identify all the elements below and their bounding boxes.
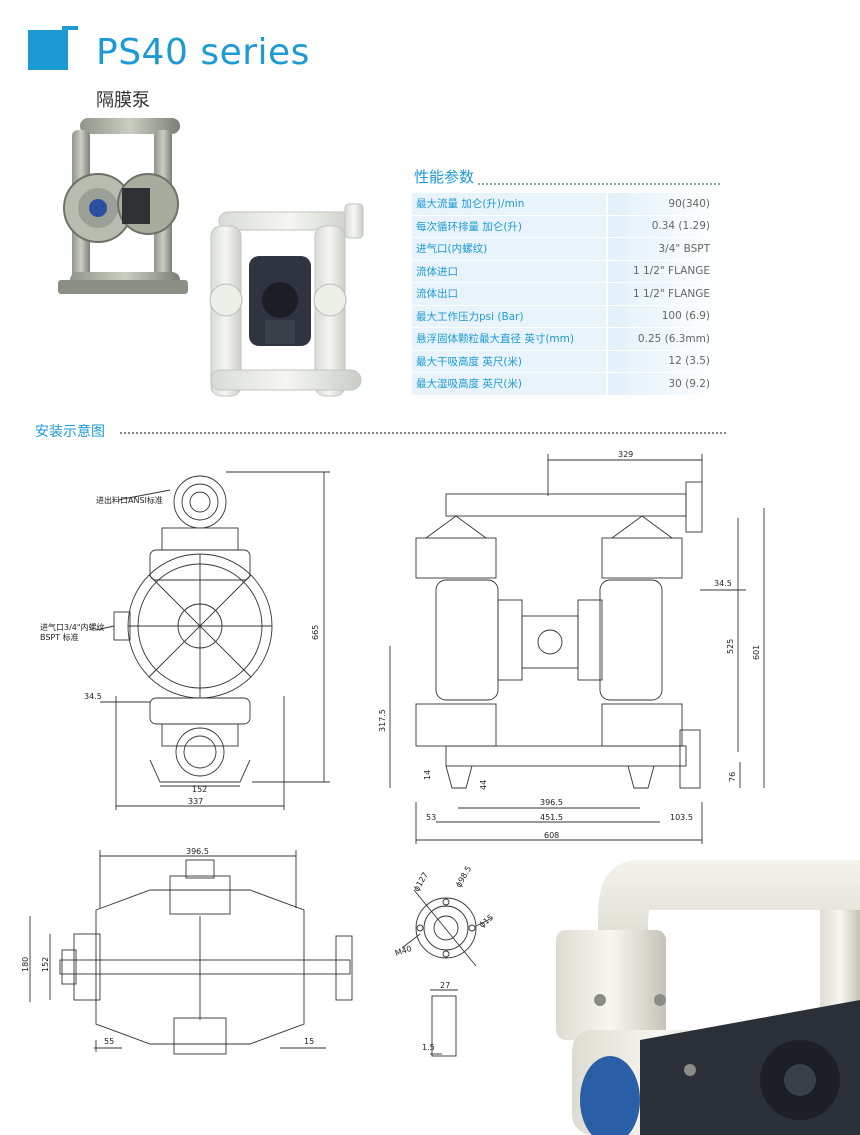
side-view-drawing (389, 454, 765, 844)
spec-row: 最大干吸高度 英尺(米)12 (3.5) (412, 350, 720, 373)
dim-side-396-5: 396.5 (540, 798, 563, 807)
dim-side-76: 76 (728, 772, 737, 782)
spec-label: 流体进口 (412, 260, 608, 283)
dim-top-55: 55 (104, 1037, 114, 1046)
note-outlet-standard: 进出料口ANSI标准 (96, 495, 163, 505)
spec-label: 最大流量 加仑(升)/min (412, 193, 608, 216)
dim-flange-98-5: ϕ98.5 (454, 865, 473, 889)
spec-value: 3/4" BSPT (607, 237, 720, 261)
dim-side-451-5: 451.5 (540, 813, 563, 822)
dim-side-14: 14 (423, 770, 432, 780)
spec-label: 最大干吸高度 英尺(米) (412, 350, 608, 373)
flange-view-drawing (401, 889, 493, 1057)
dim-front-34-5: 34.5 (84, 692, 102, 701)
spec-value: 1 1/2" FLANGE (607, 282, 720, 306)
dim-side-608: 608 (544, 831, 559, 840)
pump-grey-image (58, 118, 188, 294)
page-title: PS40 series (96, 32, 310, 73)
spec-value: 100 (6.9) (607, 305, 720, 328)
spec-heading-dotted-rule (414, 183, 720, 185)
dim-front-337: 337 (188, 797, 203, 806)
dim-side-601: 601 (752, 645, 761, 660)
spec-row: 悬浮固体颗粒最大直径 英寸(mm)0.25 (6.3mm) (412, 327, 720, 351)
dim-top-180: 180 (21, 957, 30, 972)
dim-side-329: 329 (618, 450, 633, 459)
spec-label: 悬浮固体颗粒最大直径 英寸(mm) (412, 327, 608, 351)
installation-drawings: 进出料口ANSI标准 进气口3/4"内螺纹 BSPT 标准 665 34.5 1… (21, 450, 860, 1135)
spec-value: 1 1/2" FLANGE (607, 260, 720, 283)
dim-side-34-5: 34.5 (714, 579, 732, 588)
dim-flange-m40: M40 (394, 944, 413, 958)
dim-front-height: 665 (311, 625, 320, 640)
note-air-standard: BSPT 标准 (40, 632, 79, 642)
dim-top-396-5: 396.5 (186, 847, 209, 856)
spec-value: 0.34 (1.29) (607, 215, 720, 238)
dim-flange-15: ϕ15 (478, 913, 496, 930)
front-view-drawing (95, 471, 330, 810)
spec-label: 每次循环排量 加仑(升) (412, 215, 608, 238)
spec-heading: 性能参数 (414, 166, 479, 187)
spec-label: 最大工作压力psi (Bar) (412, 305, 608, 328)
spec-row: 最大工作压力psi (Bar)100 (6.9) (412, 305, 720, 328)
install-heading: 安装示意图 (35, 424, 105, 440)
spec-row: 进气口(内螺纹)3/4" BSPT (412, 237, 720, 261)
spec-value: 30 (9.2) (607, 372, 720, 396)
spec-row: 最大湿吸高度 英尺(米)30 (9.2) (412, 372, 720, 396)
page-subtitle: 隔膜泵 (96, 90, 150, 111)
dim-flange-1-5: 1.5 (422, 1043, 435, 1052)
dim-side-44: 44 (479, 780, 488, 790)
note-air-inlet: 进气口3/4"内螺纹 (40, 622, 105, 632)
dim-top-152: 152 (41, 957, 50, 972)
spec-value: 90(340) (607, 193, 720, 216)
spec-label: 进气口(内螺纹) (412, 237, 608, 261)
top-view-drawing (29, 850, 353, 1055)
spec-value: 12 (3.5) (607, 350, 720, 373)
spec-value: 0.25 (6.3mm) (607, 327, 720, 351)
dim-top-15: 15 (304, 1037, 314, 1046)
dim-flange-127: ϕ127 (412, 871, 430, 893)
dim-side-525: 525 (726, 639, 735, 654)
install-heading-dotted-rule (120, 432, 726, 434)
pump-closeup-image (556, 860, 860, 1135)
spec-label: 流体出口 (412, 282, 608, 306)
spec-label: 最大湿吸高度 英尺(米) (412, 372, 608, 396)
pump-white-image (209, 203, 364, 397)
dim-side-103-5: 103.5 (670, 813, 693, 822)
dim-side-317-5: 317.5 (378, 709, 387, 732)
dim-front-152: 152 (192, 785, 207, 794)
dim-side-53: 53 (426, 813, 436, 822)
brand-mark-icon (28, 26, 78, 70)
spec-row: 每次循环排量 加仑(升)0.34 (1.29) (412, 215, 720, 238)
dim-flange-27: 27 (440, 981, 450, 990)
